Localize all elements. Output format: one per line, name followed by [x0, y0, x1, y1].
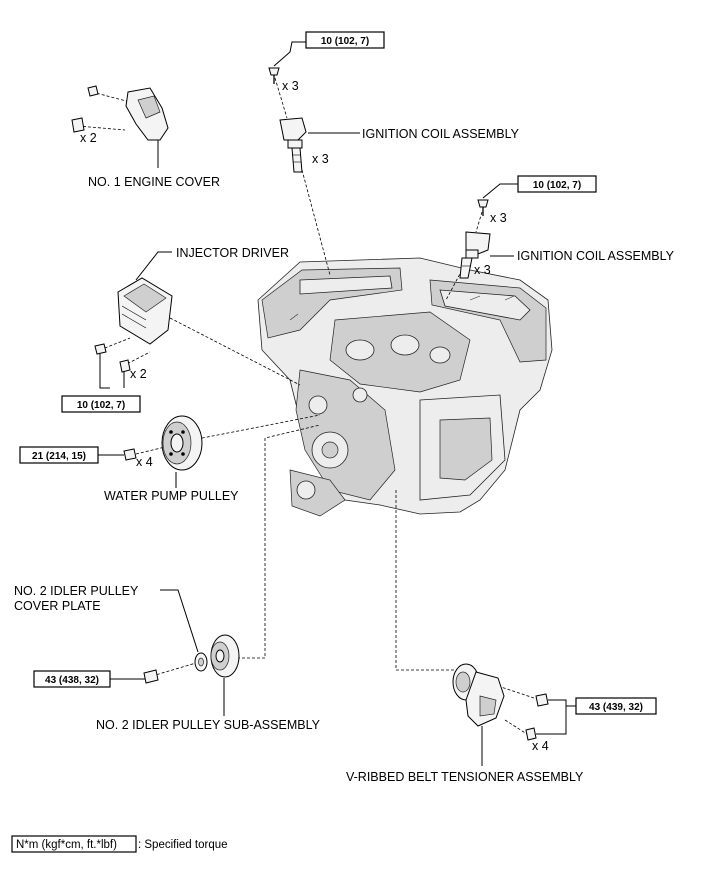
- torque-idler-pulley: 43 (438, 32): [45, 675, 99, 686]
- label-engine-cover: NO. 1 ENGINE COVER: [88, 175, 220, 189]
- torque-box-idler: [33, 670, 111, 688]
- ignition-coil-lower-illustration: [459, 199, 491, 279]
- idler-pulley-illustration: [143, 634, 240, 684]
- torque-box-coil-lower: [517, 175, 597, 193]
- label-idler-cover-plate-line2: COVER PLATE: [14, 599, 101, 613]
- qty-coil-upper-bolt: x 3: [282, 79, 299, 93]
- engine-cover-illustration: [71, 85, 169, 141]
- assembly-lines: [77, 77, 541, 737]
- label-ignition-coil-lower: IGNITION COIL ASSEMBLY: [517, 249, 675, 263]
- coil-lower-torque-leader: [482, 183, 518, 199]
- legend-unit: N*m (kgf*cm, ft.*lbf): [16, 839, 117, 851]
- label-ignition-coil-upper: IGNITION COIL ASSEMBLY: [362, 127, 520, 141]
- qty-coil-upper-coil: x 3: [312, 152, 329, 166]
- coil-upper-torque-leader: [273, 41, 306, 67]
- torque-box-tensioner: [575, 697, 657, 715]
- label-tensioner: V-RIBBED BELT TENSIONER ASSEMBLY: [346, 770, 584, 784]
- ignition-coil-upper-illustration: [268, 67, 307, 173]
- cover-plate-leader: [160, 589, 199, 653]
- torque-box-water-pump: [19, 446, 99, 464]
- label-injector-driver: INJECTOR DRIVER: [176, 246, 289, 260]
- qty-engine-cover-nut: x 2: [80, 131, 97, 145]
- injector-driver-leader: [135, 251, 172, 281]
- tensioner-torque-leader-a: [548, 699, 576, 707]
- torque-injector-driver: 10 (102, 7): [77, 400, 125, 411]
- torque-tensioner: 43 (439, 32): [589, 702, 643, 713]
- label-idler-pulley: NO. 2 IDLER PULLEY SUB-ASSEMBLY: [96, 718, 321, 732]
- torque-box-coil-upper: [305, 31, 385, 49]
- water-pump-pulley-illustration: [123, 415, 203, 471]
- torque-coil-lower: 10 (102, 7): [533, 180, 581, 191]
- legend-text: : Specified torque: [138, 839, 228, 851]
- qty-coil-lower-bolt: x 3: [490, 211, 507, 225]
- tensioner-illustration: [452, 663, 549, 741]
- label-idler-cover-plate-line1: NO. 2 IDLER PULLEY: [14, 584, 139, 598]
- qty-injector-nut: x 2: [130, 367, 147, 381]
- injector-driver-illustration: [94, 277, 173, 373]
- injector-torque-leader-a: [99, 354, 110, 389]
- torque-coil-upper: 10 (102, 7): [321, 36, 369, 47]
- qty-coil-lower-coil: x 3: [474, 263, 491, 277]
- legend-box: [11, 835, 137, 853]
- qty-water-pump-bolt: x 4: [136, 455, 153, 469]
- torque-box-injector: [61, 395, 141, 413]
- label-water-pump-pulley: WATER PUMP PULLEY: [104, 489, 239, 503]
- tensioner-torque-leader-b: [536, 706, 567, 735]
- qty-tensioner-bolt: x 4: [532, 739, 549, 753]
- engine-block-illustration: [257, 257, 553, 517]
- torque-water-pump-pulley: 21 (214, 15): [32, 451, 86, 462]
